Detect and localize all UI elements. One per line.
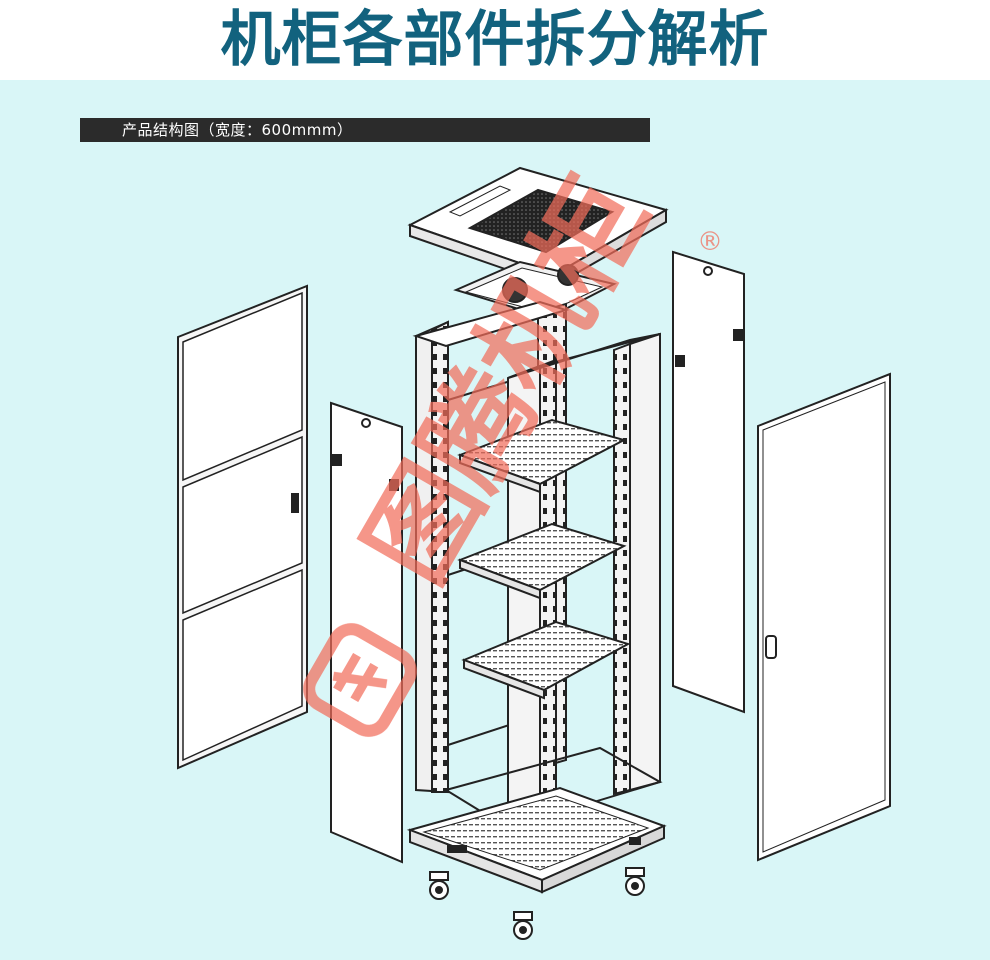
fan-icon — [502, 277, 528, 303]
lock-icon — [765, 635, 777, 659]
header: 机柜各部件拆分解析 — [0, 0, 990, 80]
shelf — [457, 418, 627, 494]
caster-wheel-icon — [625, 867, 645, 896]
top-cover — [407, 166, 669, 288]
watermark-logo-icon — [303, 623, 417, 737]
caster-wheel-icon — [429, 871, 449, 900]
page-title: 机柜各部件拆分解析 — [220, 5, 770, 75]
front-glass-door — [177, 284, 308, 770]
door-handle-icon — [291, 493, 299, 513]
registered-mark: ® — [697, 227, 723, 257]
rear-door — [757, 372, 891, 862]
fan-tray — [453, 260, 617, 320]
right-side-panel — [672, 250, 745, 714]
shelf — [461, 620, 631, 700]
caster-wheel-icon — [513, 911, 533, 940]
structure-label: 产品结构图（宽度：600mmm） — [80, 118, 650, 142]
cabinet-base — [406, 786, 667, 894]
shelf — [457, 522, 627, 600]
